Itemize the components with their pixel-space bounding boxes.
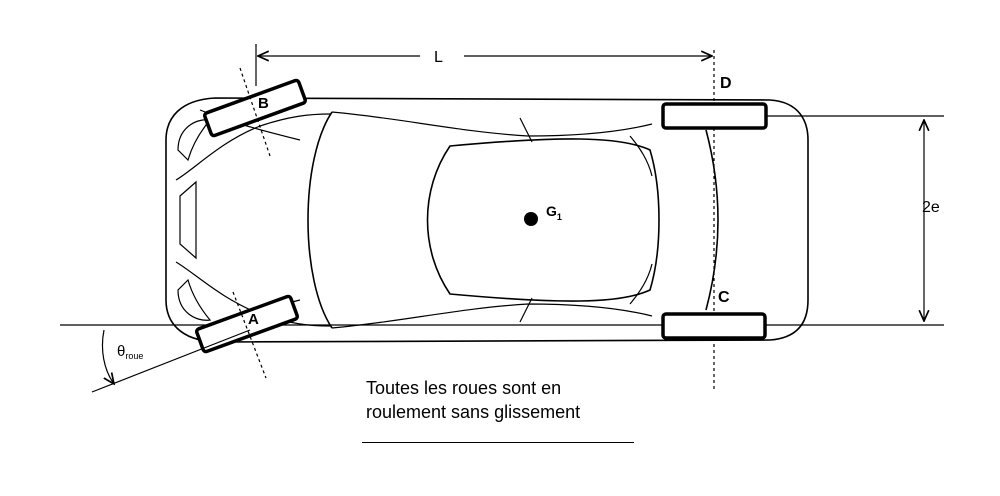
tire-C xyxy=(661,312,767,340)
center-G-subscript: 1 xyxy=(557,212,562,222)
caption-line-2: roulement sans glissement xyxy=(366,402,581,422)
wheel-direction-line xyxy=(91,329,251,393)
wheel-A-label: A xyxy=(248,311,259,328)
windshield xyxy=(307,111,333,329)
caption-line-1: Toutes les roues sont en xyxy=(366,378,562,398)
center-of-gravity-point xyxy=(524,212,538,226)
grille-outline xyxy=(179,180,197,260)
wheel-D-label: D xyxy=(720,75,732,92)
wheel-C-label: C xyxy=(718,289,730,306)
headlight-top xyxy=(177,119,212,162)
tire-B xyxy=(203,78,307,138)
roof-outline xyxy=(426,138,660,302)
front-contour-top xyxy=(175,113,331,181)
dimension-L-label: L xyxy=(434,49,443,66)
angle-theta-arc xyxy=(101,329,114,384)
dimension-2e-label: 2e xyxy=(922,199,940,216)
pillar-bottom xyxy=(519,297,533,323)
rear-window xyxy=(705,129,719,311)
car-body-outline xyxy=(165,97,809,343)
center-G-label: G1 xyxy=(546,203,562,222)
rear-pillar-top xyxy=(629,135,653,177)
wheel-B-label: B xyxy=(258,95,269,112)
windshield-bottom-edge xyxy=(331,303,653,329)
rear-pillar-bottom xyxy=(629,263,653,305)
tire-A-group xyxy=(195,294,299,354)
windshield-top-edge xyxy=(331,111,653,137)
tire-B-group xyxy=(203,78,307,138)
caption: Toutes les roues sont en roulement sans … xyxy=(366,376,666,424)
angle-theta-subscript: roue xyxy=(125,351,143,361)
tire-D xyxy=(661,102,768,130)
pillar-top xyxy=(519,117,533,143)
tire-A xyxy=(195,294,299,354)
angle-theta-label: θroue xyxy=(117,343,143,361)
headlight-bottom xyxy=(177,278,212,321)
caption-underline xyxy=(362,442,634,443)
